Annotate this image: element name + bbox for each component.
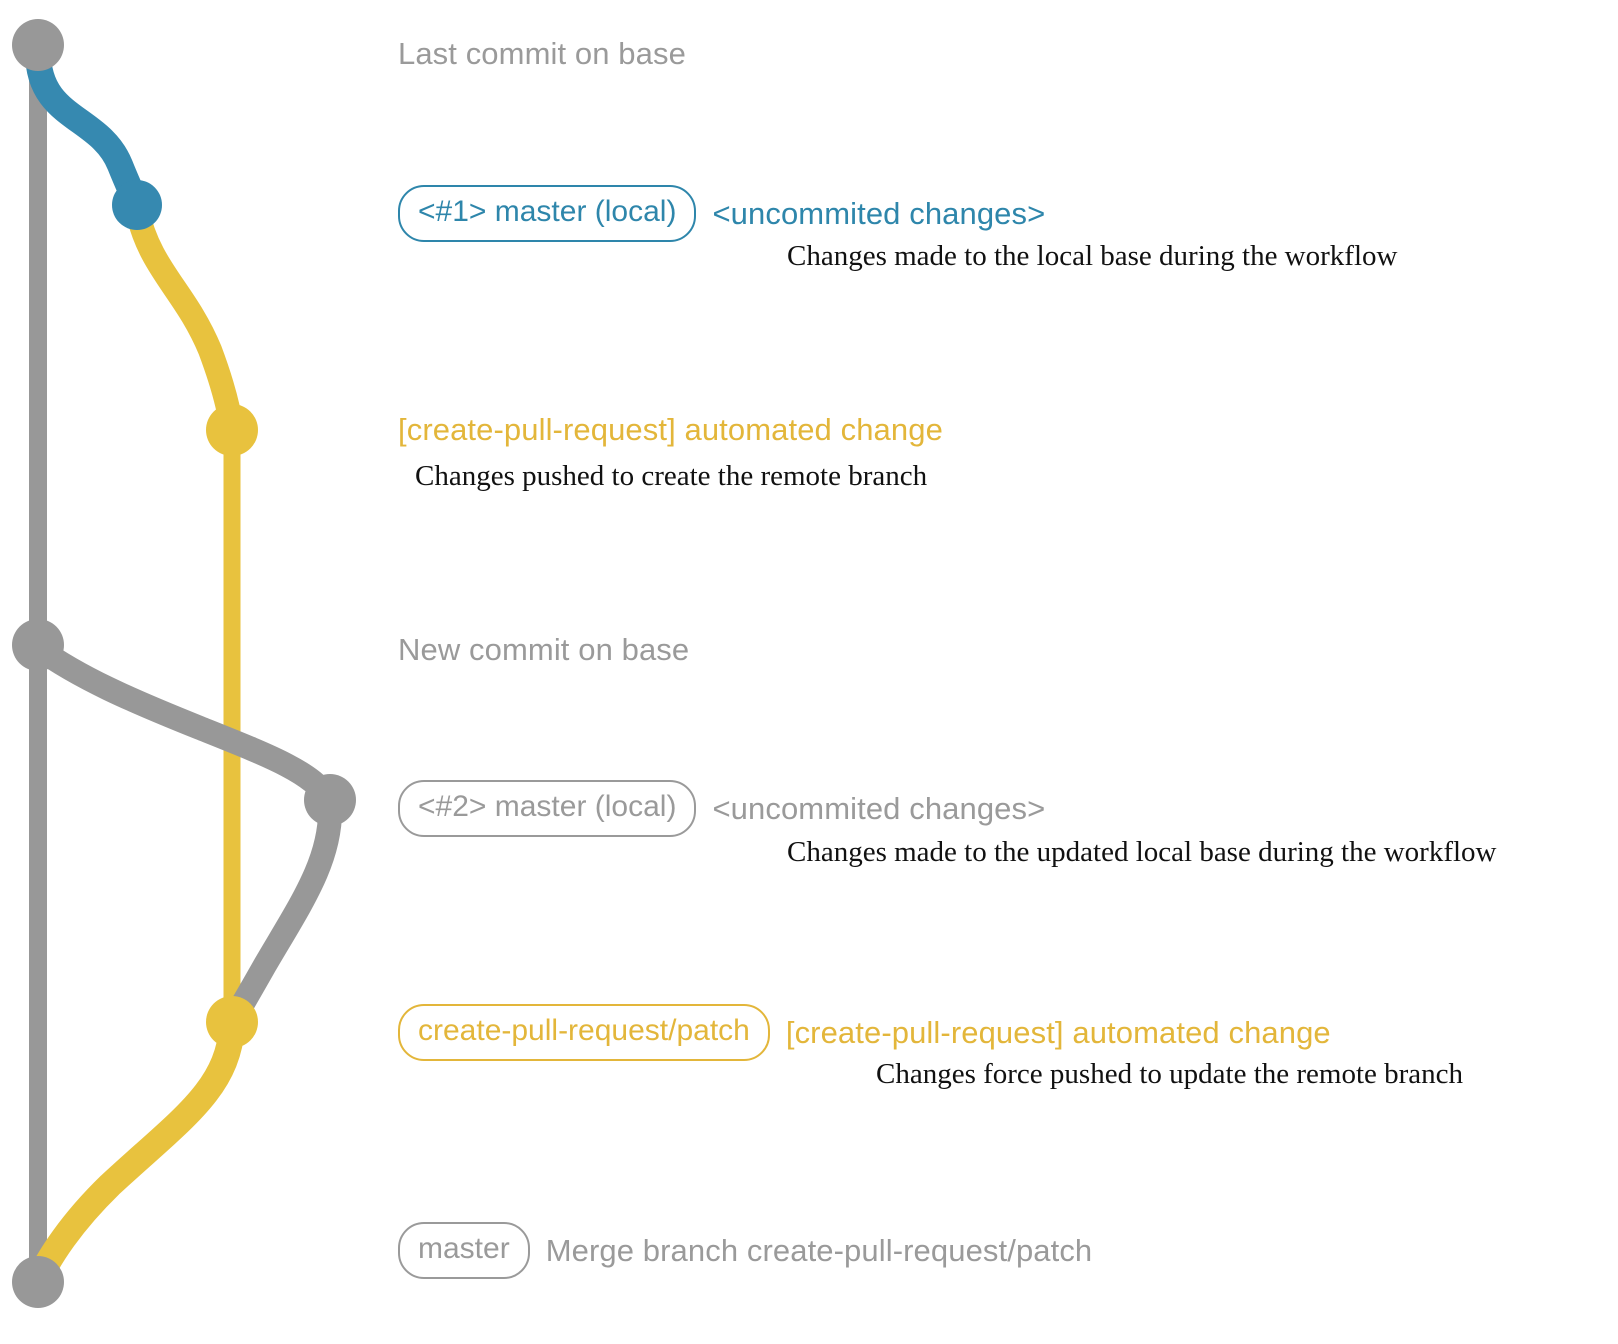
commit-node-patch-2[interactable] <box>206 996 258 1048</box>
ref-badge-master-local-2[interactable]: <#2> master (local) <box>398 780 697 837</box>
ref-badge-create-pull-request-patch[interactable]: create-pull-request/patch <box>398 1004 770 1061</box>
commit-row-local-commit-2: <#2> master (local) <uncommited changes> <box>398 780 1045 837</box>
commit-row-new-commit-on-base: New commit on base <box>398 632 689 668</box>
commit-row-merge-commit: master Merge branch create-pull-request/… <box>398 1222 1092 1279</box>
commit-row-local-commit-1: <#1> master (local) <uncommited changes> <box>398 185 1045 242</box>
ref-badge-master-local-1[interactable]: <#1> master (local) <box>398 185 697 242</box>
commit-description-local-2: Changes made to the updated local base d… <box>787 836 1497 868</box>
commit-subject: [create-pull-request] automated change <box>785 1014 1331 1050</box>
edge-patch2-to-merge <box>25 1013 245 1295</box>
edge-basenew-to-local2 <box>26 636 342 812</box>
commit-node-patch-1[interactable] <box>206 404 258 456</box>
commit-node-base-last[interactable] <box>12 19 64 71</box>
ref-badge-master[interactable]: master <box>398 1222 530 1279</box>
commit-subject: Last commit on base <box>398 36 686 71</box>
commit-description-local-1: Changes made to the local base during th… <box>787 240 1398 272</box>
commit-subject: New commit on base <box>398 632 690 667</box>
commit-subject: <uncommited changes> <box>712 195 1046 231</box>
commit-node-base-new[interactable] <box>12 619 64 671</box>
edge-local2-to-patch2 <box>220 794 343 1034</box>
commit-node-local-2[interactable] <box>304 774 356 826</box>
commit-node-local-1[interactable] <box>112 180 162 230</box>
commit-node-base-merge[interactable] <box>12 1256 64 1308</box>
edge-base-to-local1 <box>25 39 150 218</box>
commit-graph-svg <box>12 19 356 1308</box>
commit-row-patch-commit-1: [create-pull-request] automated change <box>398 412 943 448</box>
commit-description-patch-1: Changes pushed to create the remote bran… <box>415 460 928 492</box>
commit-row-patch-commit-2: create-pull-request/patch [create-pull-r… <box>398 1004 1331 1061</box>
commit-description-patch-2: Changes force pushed to update the remot… <box>876 1058 1464 1090</box>
edge-local1-to-patch1 <box>125 198 244 442</box>
commit-subject: Merge branch create-pull-request/patch <box>545 1232 1093 1268</box>
commit-subject: [create-pull-request] automated change <box>398 412 943 447</box>
commit-row-last-commit-on-base: Last commit on base <box>398 36 686 72</box>
commit-subject: <uncommited changes> <box>712 790 1046 826</box>
